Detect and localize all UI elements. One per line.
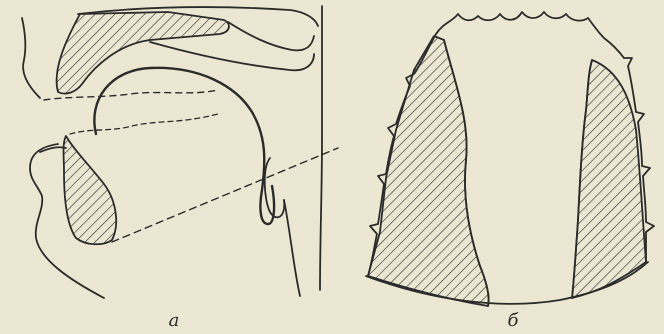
hatched-mandible [64, 136, 117, 244]
nasal-outline-2 [228, 22, 314, 50]
dashed-line-middle [70, 114, 218, 134]
hatched-palate [57, 12, 229, 94]
larynx-outline [284, 200, 300, 296]
panel-b-caption: б [508, 310, 520, 331]
panel-b [366, 12, 654, 306]
nasal-outline-3 [150, 42, 314, 70]
tongue-arc [94, 68, 274, 224]
panel-a-caption: а [169, 310, 180, 331]
pharynx-wall [320, 6, 322, 290]
panel-a [22, 6, 338, 298]
nose-outline [22, 18, 40, 98]
scalloped-top [436, 12, 624, 58]
hatched-region-right [572, 60, 646, 298]
dashed-diagonal [112, 148, 338, 242]
